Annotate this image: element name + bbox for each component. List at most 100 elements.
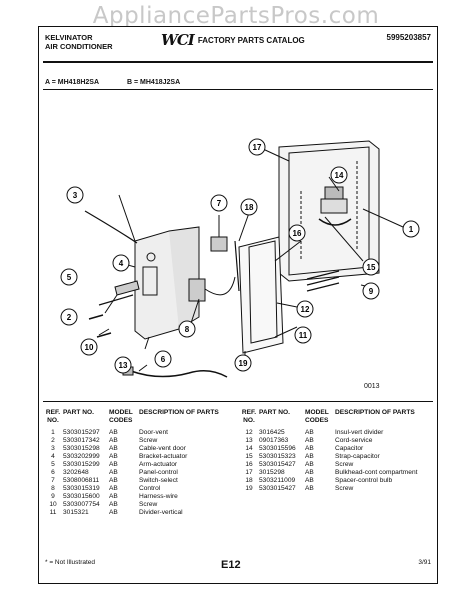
- svg-text:19: 19: [239, 359, 248, 368]
- ref-cell: 18: [245, 477, 253, 484]
- part-cell: 5303015298: [63, 445, 100, 452]
- callout-7: 7: [210, 194, 228, 212]
- diagram-code: 0013: [364, 383, 380, 390]
- svg-text:1: 1: [409, 225, 414, 234]
- callout-8: 8: [178, 320, 196, 338]
- part-cell: 5303015299: [63, 461, 100, 468]
- part-cell: 5303015600: [63, 493, 100, 500]
- svg-text:6: 6: [161, 355, 166, 364]
- ref-header: REF. NO.: [241, 409, 257, 424]
- description-cell: Arm-actuator: [139, 461, 178, 468]
- ref-cell: 14: [245, 445, 253, 452]
- description-cell: Spacer-control bulb: [335, 477, 393, 484]
- model-code-cell: AB: [109, 453, 118, 460]
- model-code-cell: AB: [109, 429, 118, 436]
- svg-text:4: 4: [119, 259, 124, 268]
- parts-table-right: REF. NO. PART NO. MODEL CODES DESCRIPTIO…: [239, 409, 427, 493]
- model-header: MODEL CODES: [109, 409, 133, 424]
- parts-sheet: KELVINATOR AIR CONDITIONER WCI FACTORY P…: [38, 26, 438, 584]
- parts-table-left: REF. NO. PART NO. MODEL CODES DESCRIPTIO…: [43, 409, 231, 517]
- part-header: PART NO.: [63, 409, 95, 416]
- svg-text:17: 17: [253, 143, 262, 152]
- table-row: 2 5303017342 AB Screw: [43, 437, 231, 445]
- model-code-cell: AB: [109, 437, 118, 444]
- model-b: B = MH418J2SA: [127, 79, 181, 86]
- model-code-cell: AB: [305, 437, 314, 444]
- part-cell: 5303015427: [259, 461, 296, 468]
- desc-header: DESCRIPTION OF PARTS: [139, 409, 219, 416]
- callout-3: 3: [66, 186, 84, 204]
- part-cell: 5303015297: [63, 429, 100, 436]
- part-cell: 5303015323: [259, 453, 296, 460]
- description-cell: Bracket-actuator: [139, 453, 188, 460]
- svg-text:10: 10: [85, 343, 94, 352]
- description-cell: Door-vent: [139, 429, 168, 436]
- part-cell: 3015321: [63, 509, 89, 516]
- callout-13: 13: [114, 356, 132, 374]
- ref-cell: 8: [51, 485, 55, 492]
- svg-text:16: 16: [293, 229, 302, 238]
- model-code-cell: AB: [109, 461, 118, 468]
- model-code-cell: AB: [109, 509, 118, 516]
- ref-cell: 5: [51, 461, 55, 468]
- description-cell: Screw: [139, 437, 158, 444]
- callout-18: 18: [240, 198, 258, 216]
- part-cell: 5303015596: [259, 445, 296, 452]
- svg-text:3: 3: [73, 191, 78, 200]
- model-code-cell: AB: [109, 501, 118, 508]
- model-code-cell: AB: [305, 429, 314, 436]
- callout-14: 14: [330, 166, 348, 184]
- description-cell: Control: [139, 485, 161, 492]
- callout-9: 9: [362, 282, 380, 300]
- svg-text:9: 9: [369, 287, 374, 296]
- callout-10: 10: [80, 338, 98, 356]
- description-cell: Switch-select: [139, 477, 178, 484]
- part-cell: 3016425: [259, 429, 285, 436]
- svg-text:18: 18: [245, 203, 254, 212]
- brand-line1: KELVINATOR: [45, 33, 93, 42]
- catalog-title: WCI FACTORY PARTS CATALOG: [161, 31, 305, 49]
- part-cell: 5303202999: [63, 453, 100, 460]
- model-code-cell: AB: [109, 445, 118, 452]
- model-code-cell: AB: [305, 469, 314, 476]
- ref-cell: 2: [51, 437, 55, 444]
- part-cell: 3015298: [259, 469, 285, 476]
- callout-5: 5: [60, 268, 78, 286]
- svg-text:8: 8: [185, 325, 190, 334]
- model-code-cell: AB: [109, 477, 118, 484]
- callout-6: 6: [154, 350, 172, 368]
- ref-cell: 4: [51, 453, 55, 460]
- ref-cell: 17: [245, 469, 253, 476]
- callout-1: 1: [402, 220, 420, 238]
- description-cell: Strap-capacitor: [335, 453, 380, 460]
- model-header: MODEL CODES: [305, 409, 329, 424]
- page-number: E12: [221, 559, 241, 571]
- model-code-cell: AB: [305, 461, 314, 468]
- part-cell: 5303017342: [63, 437, 100, 444]
- brand-block: KELVINATOR AIR CONDITIONER: [45, 33, 113, 51]
- wci-logo: WCI: [161, 31, 195, 49]
- description-cell: Screw: [335, 485, 354, 492]
- svg-text:5: 5: [67, 273, 72, 282]
- ref-cell: 16: [245, 461, 253, 468]
- part-header: PART NO.: [259, 409, 291, 416]
- svg-text:13: 13: [119, 361, 128, 370]
- not-illustrated-note: * = Not Illustrated: [45, 559, 96, 566]
- callout-4: 4: [112, 254, 130, 272]
- model-code-cell: AB: [109, 485, 118, 492]
- table-header-right: REF. NO. PART NO. MODEL CODES DESCRIPTIO…: [239, 409, 427, 429]
- model-code-cell: AB: [305, 485, 314, 492]
- description-cell: Harness-wire: [139, 493, 178, 500]
